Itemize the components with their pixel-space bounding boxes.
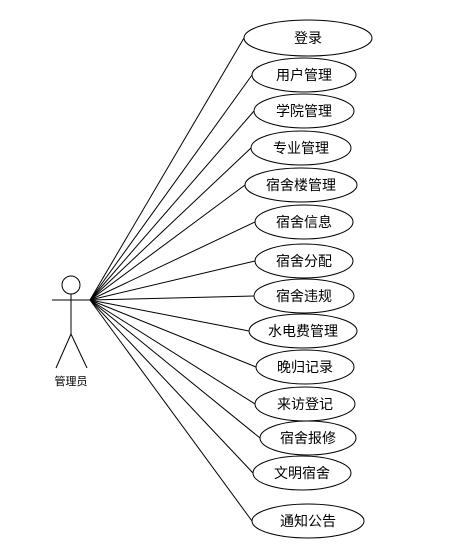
use-case-label: 水电费管理	[268, 324, 338, 340]
use-case-oval	[250, 130, 352, 166]
association-line	[89, 74, 253, 301]
association-line	[89, 221, 256, 301]
use-case-oval	[248, 313, 358, 349]
association-line	[89, 260, 256, 301]
association-line	[89, 299, 254, 474]
use-case: 来访登记	[254, 386, 356, 422]
actor-label: 管理员	[55, 374, 88, 388]
use-case: 宿舍违规	[253, 278, 355, 314]
use-case: 用户管理	[251, 57, 357, 93]
use-case-label: 来访登记	[277, 397, 333, 413]
use-case: 通知公告	[251, 503, 365, 539]
use-case: 宿舍信息	[254, 204, 354, 240]
use-case: 登录	[243, 19, 373, 57]
association-line	[89, 299, 261, 439]
use-case-oval	[251, 57, 357, 93]
use-case-label: 宿舍报修	[280, 430, 336, 447]
actor-head	[61, 275, 81, 295]
use-case-oval	[252, 455, 352, 491]
use-case-label: 晚归记录	[277, 359, 333, 376]
actor: 管理员	[52, 275, 90, 388]
use-case: 宿舍分配	[254, 243, 354, 279]
use-case-label: 学院管理	[276, 104, 332, 120]
association-line	[89, 110, 255, 301]
use-case-label: 宿舍分配	[276, 253, 332, 270]
use-case-oval	[253, 93, 355, 129]
use-case-oval	[254, 204, 354, 240]
association-line	[89, 299, 256, 405]
association-line	[89, 299, 253, 522]
use-cases: 登录用户管理学院管理专业管理宿舍楼管理宿舍信息宿舍分配宿舍违规水电费管理晚归记录…	[243, 19, 373, 539]
use-case: 宿舍楼管理	[244, 167, 358, 203]
use-case: 学院管理	[253, 93, 355, 129]
use-case-oval	[253, 278, 355, 314]
use-case-label: 文明宿舍	[274, 465, 330, 482]
use-case: 专业管理	[250, 130, 352, 166]
association-line	[89, 295, 255, 301]
actor-right-leg	[70, 333, 88, 369]
use-case: 水电费管理	[248, 313, 358, 349]
use-case-label: 通知公告	[280, 513, 336, 530]
actor-left-leg	[55, 333, 72, 369]
use-case-label: 用户管理	[276, 67, 332, 84]
use-case-label: 登录	[294, 31, 322, 47]
use-case-label: 宿舍信息	[276, 214, 332, 231]
association-line	[89, 299, 257, 368]
use-case-oval	[259, 420, 357, 456]
use-case-label: 专业管理	[273, 141, 329, 157]
use-case-label: 宿舍违规	[276, 288, 332, 305]
use-case-oval	[255, 349, 355, 385]
use-case-oval	[254, 243, 354, 279]
use-case-label: 宿舍楼管理	[266, 177, 336, 194]
use-case: 宿舍报修	[259, 420, 357, 456]
association-line	[89, 147, 252, 301]
association-line	[89, 184, 246, 301]
use-case-oval	[251, 503, 365, 539]
use-case-oval	[244, 167, 358, 203]
association-lines	[89, 37, 261, 522]
use-case-oval	[243, 19, 373, 57]
association-line	[89, 299, 250, 332]
association-line	[89, 37, 245, 301]
use-case: 晚归记录	[255, 349, 355, 385]
use-case: 文明宿舍	[252, 455, 352, 491]
